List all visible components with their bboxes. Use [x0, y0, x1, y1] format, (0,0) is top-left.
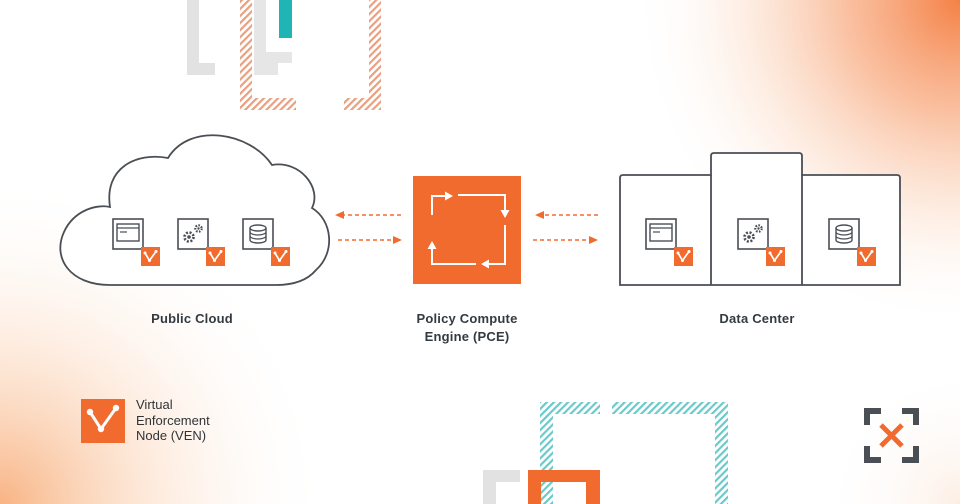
pce-label-line1: Policy Compute — [416, 311, 518, 326]
ven-badge-icon — [270, 246, 291, 267]
public-cloud-label: Public Cloud — [151, 311, 233, 326]
ven-badge-icon — [140, 246, 161, 267]
pce-label: Policy Compute Engine (PCE) — [387, 310, 547, 346]
cycle-arrows-icon — [427, 191, 510, 269]
data-center-label: Data Center — [719, 311, 795, 326]
data-center-node — [619, 152, 901, 286]
ven-badge-icon — [205, 246, 226, 267]
public-cloud-node — [59, 134, 330, 286]
flow-arrows-right — [533, 211, 598, 244]
ven-badge-icon — [856, 246, 877, 267]
gears-icon — [176, 217, 210, 251]
app-window-icon — [645, 218, 677, 250]
app-window-icon — [112, 218, 144, 250]
pce-node — [413, 176, 521, 284]
illumio-logo-icon — [864, 408, 919, 463]
pce-label-line2: Engine (PCE) — [424, 329, 510, 344]
ven-badge-icon — [673, 246, 694, 267]
legend-line1: Virtual — [136, 397, 173, 412]
database-icon — [828, 218, 860, 250]
legend-line2: Enforcement — [136, 412, 210, 428]
flow-arrows-left — [335, 211, 402, 244]
database-icon — [242, 218, 274, 250]
gears-icon — [736, 217, 770, 251]
legend-line3: Node (VEN) — [136, 428, 207, 443]
ven-badge-icon — [765, 246, 786, 267]
legend-text: Virtual Enforcement Node (VEN) — [136, 397, 210, 444]
ven-icon — [81, 399, 125, 443]
